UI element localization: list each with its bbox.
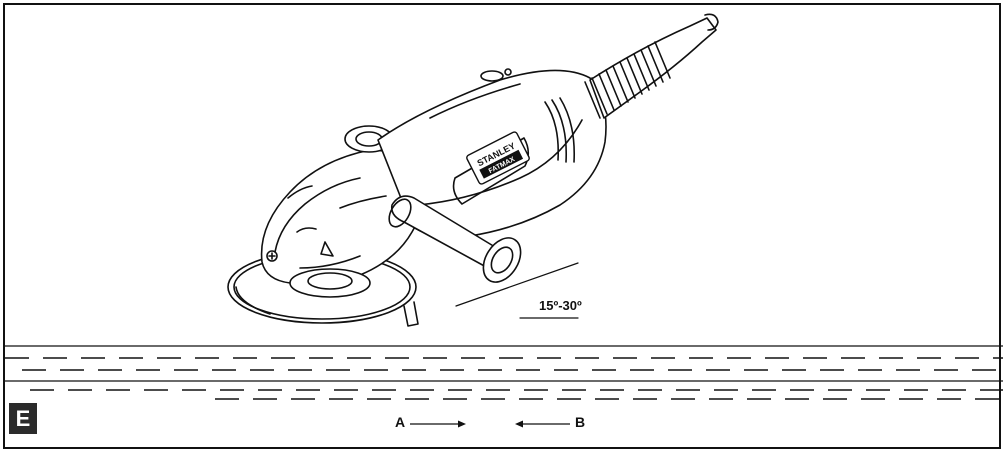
rear-handle	[584, 13, 719, 119]
spindle	[289, 268, 371, 298]
direction-label-b: B	[575, 414, 586, 430]
angle-lines	[455, 262, 579, 319]
brand-logo: STANLEY FATMAX	[466, 131, 530, 185]
arrow-a-head	[458, 420, 466, 428]
angle-label: 15º-30º	[539, 298, 582, 313]
figure-frame	[3, 3, 1001, 449]
figure-badge: E	[9, 403, 37, 434]
side-handle	[388, 195, 522, 283]
arrow-b-head	[515, 420, 523, 428]
direction-label-a: A	[395, 414, 406, 430]
